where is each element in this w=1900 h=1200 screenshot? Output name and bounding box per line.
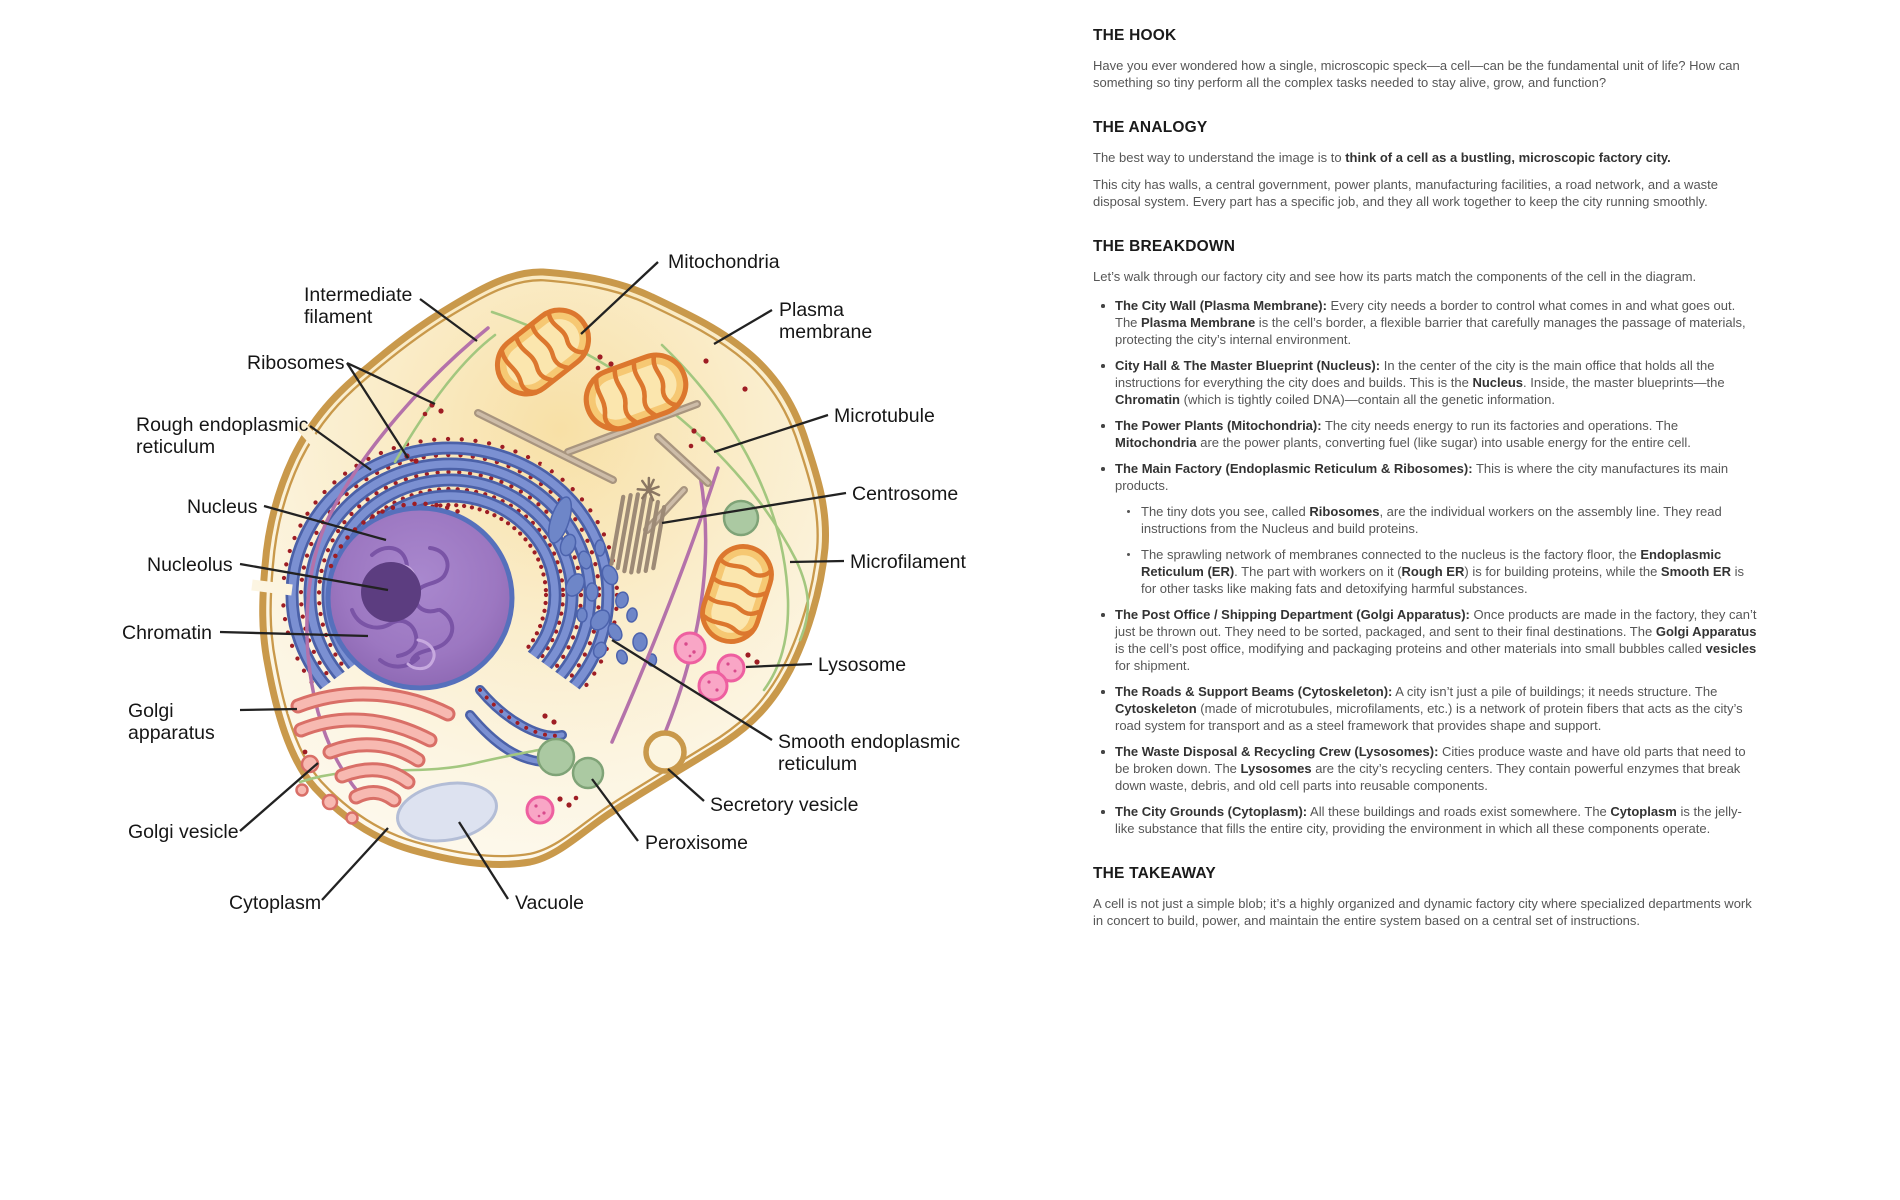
label-intermediate-filament: Intermediate filament <box>304 284 418 328</box>
cell-diagram-panel: Intermediate filament Ribosomes Rough en… <box>122 251 967 914</box>
bullet-text: The Roads & Support Beams (Cytoskeleton)… <box>1115 684 1743 733</box>
label-lysosome: Lysosome <box>818 654 906 676</box>
bullet-text: The tiny dots you see, called Ribosomes,… <box>1141 504 1722 536</box>
breakdown-sub-bullet: The tiny dots you see, called Ribosomes,… <box>1125 503 1759 537</box>
paragraph: A cell is not just a simple blob; it’s a… <box>1093 896 1752 928</box>
bullet-text: The Post Office / Shipping Department (G… <box>1115 607 1757 673</box>
animal-cell-illustration: Intermediate filament Ribosomes Rough en… <box>122 251 967 914</box>
leader-microtubule <box>713 413 829 454</box>
paragraph: This city has walls, a central governmen… <box>1093 177 1719 209</box>
peroxisome-shape <box>536 499 760 790</box>
golgi-apparatus-shape <box>290 686 456 825</box>
leader-centrosome <box>661 491 847 525</box>
label-ribosomes: Ribosomes <box>247 352 345 374</box>
label-nucleolus: Nucleolus <box>147 554 233 576</box>
paragraph: The best way to understand the image is … <box>1093 150 1671 165</box>
microtubule-shape <box>474 400 712 534</box>
section-heading-hook: THE HOOK <box>1093 27 1177 44</box>
leader-peroxisome <box>591 778 639 842</box>
bullet-text: The Waste Disposal & Recycling Crew (Lys… <box>1115 744 1746 793</box>
label-vacuole: Vacuole <box>515 892 584 914</box>
lysosome-shape <box>525 631 746 825</box>
breakdown-bullet: The Post Office / Shipping Department (G… <box>1099 606 1759 674</box>
label-peroxisome: Peroxisome <box>645 832 748 854</box>
breakdown-sublist: The tiny dots you see, called Ribosomes,… <box>1115 503 1759 597</box>
breakdown-bullet: City Hall & The Master Blueprint (Nucleu… <box>1099 357 1759 408</box>
section-the-takeaway: THE TAKEAWAY A cell is not just a simple… <box>1093 865 1759 929</box>
section-the-hook: THE HOOK Have you ever wondered how a si… <box>1093 27 1759 91</box>
breakdown-list: The City Wall (Plasma Membrane): Every c… <box>1093 297 1759 837</box>
section-heading-breakdown: THE BREAKDOWN <box>1093 238 1236 255</box>
paragraph: Have you ever wondered how a single, mic… <box>1093 58 1740 90</box>
leader-rough-er <box>309 425 372 471</box>
bullet-text: The Power Plants (Mitochondria): The cit… <box>1115 418 1691 450</box>
label-rough-endoplasmic-reticulum: Rough endoplasmic reticulum <box>136 414 314 458</box>
article-panel: THE HOOK Have you ever wondered how a si… <box>1093 0 1759 939</box>
bullet-text: The Main Factory (Endoplasmic Reticulum … <box>1115 461 1729 493</box>
label-chromatin: Chromatin <box>122 622 212 644</box>
leader-nucleus <box>263 504 387 542</box>
leader-plasma-membrane <box>713 309 773 345</box>
leader-golgi-vesicle <box>239 762 319 832</box>
leader-cytoplasm <box>321 827 389 901</box>
leader-secretory-vesicle <box>667 768 705 802</box>
centrosome-shape <box>609 476 667 575</box>
leader-ribosomes <box>346 361 436 459</box>
section-heading-takeaway: THE TAKEAWAY <box>1093 865 1216 882</box>
label-microtubule: Microtubule <box>834 405 935 427</box>
bullet-text: City Hall & The Master Blueprint (Nucleu… <box>1115 358 1725 407</box>
label-secretory-vesicle: Secretory vesicle <box>710 794 858 816</box>
label-plasma-membrane: Plasma membrane <box>779 299 872 343</box>
breakdown-bullet: The Main Factory (Endoplasmic Reticulum … <box>1099 460 1759 597</box>
nucleus-shape <box>325 501 515 691</box>
leader-lysosome <box>745 662 813 669</box>
section-the-breakdown: THE BREAKDOWN Let’s walk through our fac… <box>1093 238 1759 837</box>
nucleolus-shape <box>361 562 421 622</box>
label-golgi-vesicle: Golgi vesicle <box>128 821 239 843</box>
paragraph: Let’s walk through our factory city and … <box>1093 269 1697 284</box>
leader-nucleolus <box>239 562 389 592</box>
bullet-text: The City Grounds (Cytoplasm): All these … <box>1115 804 1742 836</box>
bullet-text: The City Wall (Plasma Membrane): Every c… <box>1115 298 1746 347</box>
leader-mitochondria <box>580 261 659 335</box>
section-the-analogy: THE ANALOGY The best way to understand t… <box>1093 119 1759 210</box>
leader-golgi-apparatus <box>239 707 298 712</box>
breakdown-bullet: The Waste Disposal & Recycling Crew (Lys… <box>1099 743 1759 794</box>
leader-microfilament <box>789 559 845 564</box>
leader-chromatin <box>219 630 369 638</box>
secretory-vesicle-shape <box>643 730 687 774</box>
label-centrosome: Centrosome <box>852 483 958 505</box>
label-golgi-apparatus: Golgi apparatus <box>128 700 215 744</box>
label-cytoplasm: Cytoplasm <box>229 892 321 914</box>
breakdown-bullet: The Roads & Support Beams (Cytoskeleton)… <box>1099 683 1759 734</box>
section-heading-analogy: THE ANALOGY <box>1093 119 1208 136</box>
nuclear-envelope-ribosomes <box>328 501 470 569</box>
vacuole-shape <box>396 781 498 843</box>
intermediate-filament-shape <box>305 326 720 794</box>
breakdown-bullet: The City Grounds (Cytoplasm): All these … <box>1099 803 1759 837</box>
bullet-text: The sprawling network of membranes conne… <box>1141 547 1744 596</box>
label-mitochondria: Mitochondria <box>668 251 780 273</box>
breakdown-bullet: The Power Plants (Mitochondria): The cit… <box>1099 417 1759 451</box>
breakdown-bullet: The City Wall (Plasma Membrane): Every c… <box>1099 297 1759 348</box>
leader-intermediate-filament <box>419 298 478 342</box>
leader-vacuole <box>458 821 509 900</box>
label-microfilament: Microfilament <box>850 551 967 573</box>
leader-smooth-er <box>611 639 773 741</box>
label-smooth-endoplasmic-reticulum: Smooth endoplasmic reticulum <box>778 731 966 775</box>
golgi-vesicle-shape <box>295 754 359 825</box>
diagram-labels: Intermediate filament Ribosomes Rough en… <box>122 251 967 914</box>
smooth-endoplasmic-reticulum-shape <box>547 496 658 667</box>
leader-lines <box>219 261 847 901</box>
breakdown-sub-bullet: The sprawling network of membranes conne… <box>1125 546 1759 597</box>
label-nucleus: Nucleus <box>187 496 258 518</box>
